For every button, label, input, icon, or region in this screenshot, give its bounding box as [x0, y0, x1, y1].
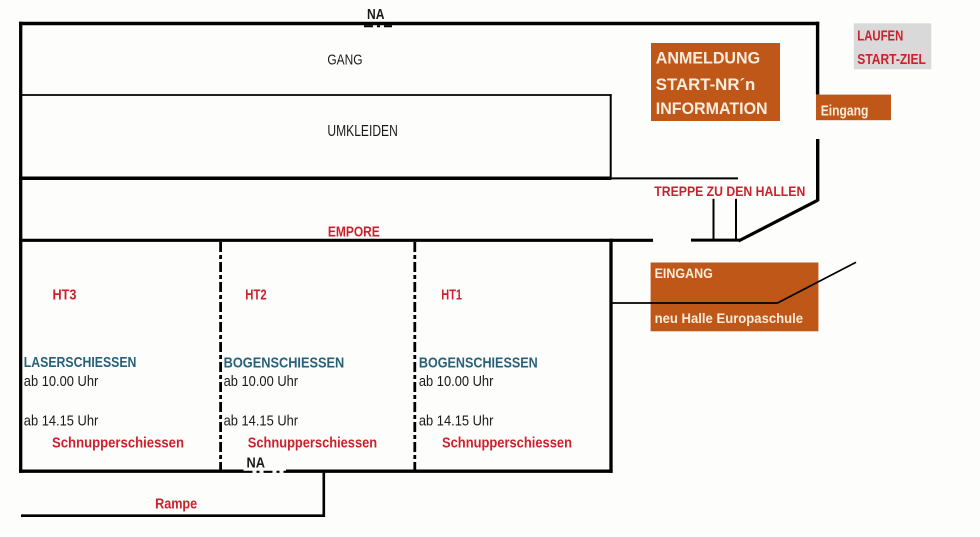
svg-text:TREPPE ZU DEN HALLEN: TREPPE ZU DEN HALLEN: [654, 183, 805, 199]
svg-text:neu Halle Europaschule: neu Halle Europaschule: [655, 310, 804, 326]
svg-text:Rampe: Rampe: [155, 496, 197, 512]
svg-text:GANG: GANG: [327, 52, 362, 69]
svg-text:ab 14.15 Uhr: ab 14.15 Uhr: [224, 413, 299, 430]
svg-text:ab 14.15 Uhr: ab 14.15 Uhr: [24, 413, 99, 430]
svg-text:HT2: HT2: [245, 286, 266, 303]
svg-text:Schnupperschiessen: Schnupperschiessen: [442, 435, 572, 451]
svg-text:BOGENSCHIESSEN: BOGENSCHIESSEN: [224, 354, 345, 371]
svg-text:LAUFEN: LAUFEN: [857, 27, 903, 44]
svg-text:Schnupperschiessen: Schnupperschiessen: [52, 435, 184, 451]
svg-text:HT1: HT1: [441, 286, 462, 303]
svg-text:INFORMATION: INFORMATION: [656, 100, 768, 118]
svg-text:NA: NA: [367, 7, 385, 23]
svg-text:START-NR´n: START-NR´n: [656, 76, 756, 94]
svg-text:EMPORE: EMPORE: [328, 223, 380, 240]
svg-text:ANMELDUNG: ANMELDUNG: [656, 50, 760, 68]
svg-text:START-ZIEL: START-ZIEL: [857, 52, 926, 68]
svg-text:BOGENSCHIESSEN: BOGENSCHIESSEN: [419, 354, 538, 371]
svg-text:LASERSCHIESSEN: LASERSCHIESSEN: [24, 354, 137, 371]
svg-text:EINGANG: EINGANG: [655, 265, 713, 281]
svg-text:ab 14.15 Uhr: ab 14.15 Uhr: [419, 413, 494, 430]
svg-text:Schnupperschiessen: Schnupperschiessen: [248, 435, 377, 451]
svg-text:HT3: HT3: [53, 286, 77, 303]
svg-text:NA: NA: [247, 455, 266, 471]
svg-text:Eingang: Eingang: [821, 103, 869, 120]
svg-text:UMKLEIDEN: UMKLEIDEN: [327, 123, 397, 140]
svg-text:ab 10.00 Uhr: ab 10.00 Uhr: [419, 373, 494, 390]
svg-text:ab 10.00 Uhr: ab 10.00 Uhr: [224, 373, 299, 390]
svg-text:ab 10.00 Uhr: ab 10.00 Uhr: [24, 373, 99, 390]
